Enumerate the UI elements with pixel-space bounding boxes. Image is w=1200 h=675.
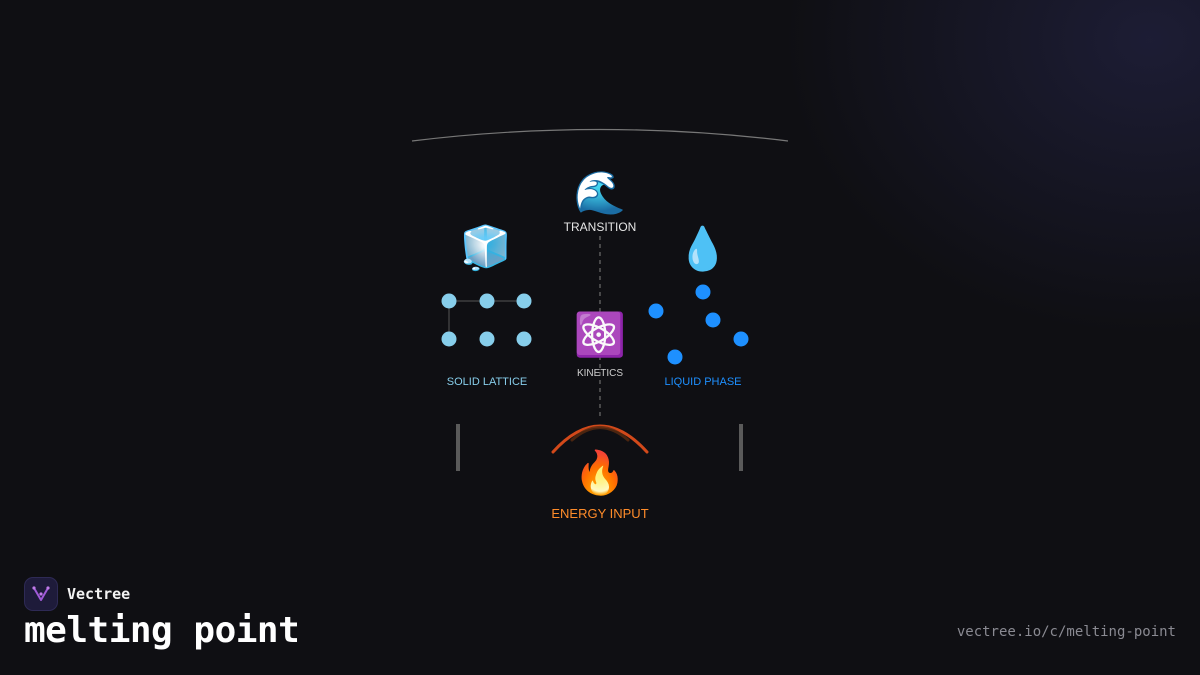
solid-particle	[479, 331, 495, 347]
liquid-particle	[695, 284, 711, 300]
solid-particle	[479, 293, 495, 309]
source-url[interactable]: vectree.io/c/melting-point	[956, 624, 1176, 640]
kinetics-label: KINETICS	[576, 368, 624, 379]
solid-particle	[441, 331, 457, 347]
vectree-logo-icon	[24, 577, 58, 611]
fire-icon: 🔥	[573, 448, 627, 497]
solid-lattice-particles	[441, 293, 532, 347]
liquid-particle	[648, 303, 664, 319]
solid-particle	[441, 293, 457, 309]
solid-particle	[516, 293, 532, 309]
ice-cube-icon: 🧊	[459, 223, 513, 272]
wave-icon: 🌊	[573, 168, 627, 217]
liquid-phase-particles	[648, 284, 749, 365]
page-title: melting point	[24, 610, 300, 651]
brand-name: Vectree	[67, 585, 131, 603]
droplet-icon: 💧	[676, 224, 730, 273]
liquid-particle	[667, 349, 683, 365]
left-side-bar	[456, 424, 460, 471]
liquid-particle	[705, 312, 721, 328]
flame-heat-arc-inner	[570, 426, 630, 442]
energy-input-label: ENERGY INPUT	[551, 506, 649, 521]
transition-label: TRANSITION	[563, 220, 637, 234]
top-arc	[411, 128, 789, 142]
solid-lattice-label: SOLID LATTICE	[446, 376, 528, 388]
atom-icon: ⚛️	[573, 310, 627, 359]
solid-particle	[516, 331, 532, 347]
liquid-particle	[733, 331, 749, 347]
right-side-bar	[739, 424, 743, 471]
liquid-phase-label: LIQUID PHASE	[664, 376, 742, 388]
brand: Vectree	[24, 577, 130, 611]
